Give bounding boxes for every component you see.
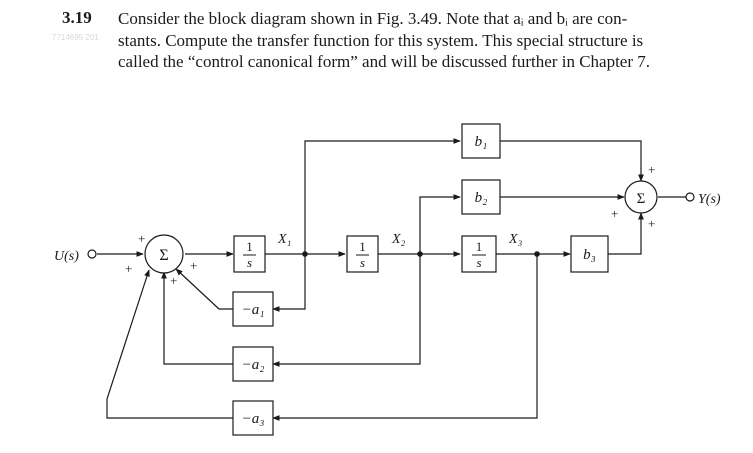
gain-block-b1	[461, 123, 501, 159]
problem-line-2: stants. Compute the transfer function fo…	[118, 30, 644, 50]
input-terminal	[87, 249, 97, 259]
integrator-1-denominator: s	[247, 255, 252, 270]
gain-block-a1	[232, 291, 274, 327]
plus-sign-b2: +	[611, 206, 618, 221]
input-summing-junction	[144, 234, 184, 274]
state-x3-label: X₃	[508, 232, 523, 247]
a2-feedback-line	[161, 271, 233, 365]
gain-block-b2	[461, 179, 501, 215]
plus-sign-b1: +	[648, 162, 655, 177]
gain-block-a2	[232, 346, 274, 382]
x1-to-b1-line	[304, 138, 461, 254]
integrator-block-3	[461, 235, 497, 273]
integrator-1-numerator: 1	[246, 239, 253, 254]
problem-line-1: Consider the block diagram shown in Fig.…	[118, 9, 628, 28]
gain-a2-label: −a₂	[242, 357, 265, 373]
gain-b3-label: b₃	[583, 247, 596, 263]
x3-to-a3-line	[272, 254, 538, 421]
integrator-block-2	[346, 235, 379, 273]
integrator-2-numerator: 1	[359, 239, 366, 254]
integrator-block-1	[233, 235, 266, 273]
x3-junction-dot	[534, 251, 540, 257]
x2-to-b2-line	[419, 194, 461, 254]
state-x2-label: X₂	[391, 232, 406, 247]
input-sum-symbol: Σ	[159, 247, 168, 264]
integrator-3-numerator: 1	[476, 239, 483, 254]
output-summing-junction	[624, 180, 658, 214]
gain-b1-label: b₁	[475, 134, 488, 150]
problem-line-3: called the “control canonical form” and …	[118, 52, 651, 71]
gain-block-a3	[232, 400, 274, 436]
a1-feedback-line	[175, 268, 233, 310]
gain-a1-label: −a₁	[242, 302, 265, 318]
state-x1-label: X₁	[277, 232, 291, 247]
x1-to-a1-line	[272, 254, 306, 312]
gain-block-b3	[570, 235, 609, 273]
plus-sign-input: +	[138, 231, 145, 246]
x2-to-a2-line	[272, 254, 421, 367]
input-label: U(s)	[54, 249, 79, 264]
problem-statement: Consider the block diagram shown in Fig.…	[118, 8, 733, 73]
plus-sign-a2: +	[170, 273, 177, 288]
plus-sign-a3: +	[125, 261, 132, 276]
integrator-3-denominator: s	[476, 255, 481, 270]
a3-feedback-line	[106, 269, 233, 419]
problem-number: 3.19	[62, 8, 92, 27]
gain-a3-label: −a₃	[242, 411, 265, 427]
b1-output-line	[500, 140, 644, 182]
output-terminal	[685, 192, 695, 202]
plus-sign-a1: +	[190, 258, 197, 273]
watermark: 7714695 201	[52, 33, 99, 42]
x2-junction-dot	[417, 251, 423, 257]
x1-junction-dot	[302, 251, 308, 257]
gain-b2-label: b₂	[475, 190, 488, 206]
output-label: Y(s)	[698, 192, 721, 207]
b3-output-line	[608, 212, 644, 255]
integrator-2-denominator: s	[360, 255, 365, 270]
output-sum-symbol: Σ	[637, 191, 646, 207]
plus-sign-b3: +	[648, 216, 655, 231]
